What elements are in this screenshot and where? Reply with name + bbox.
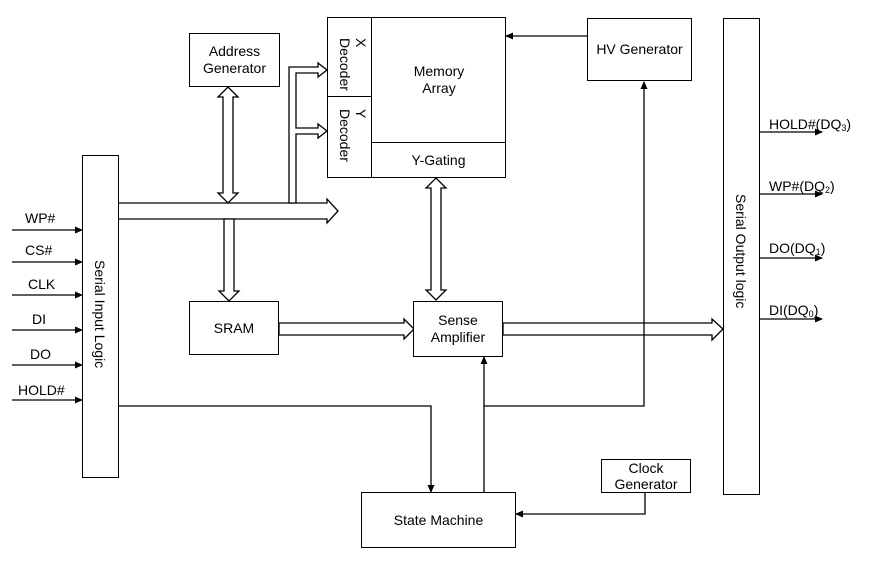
y-gating-label: Y-Gating [411,151,466,168]
sram-bus-arrow [217,218,241,302]
x-decoder-label: X Decoder [337,38,369,91]
address-bus-arrow [216,86,240,204]
sram-to-sense-arrow [278,317,415,341]
sense-amplifier-label: Sense Amplifier [430,312,486,345]
y-decoder-block: Y Decoder [327,96,372,178]
pin-hold: HOLD# [18,382,65,398]
serial-output-logic-label: Serial Output logic [733,194,749,309]
decoder-bus [288,61,329,204]
serial-output-logic-block: Serial Output logic [723,18,760,495]
sense-amplifier-block: Sense Amplifier [413,301,503,357]
input-to-state-line [118,405,435,493]
pin-di-dq0: DI(DQ0) [769,302,819,319]
pin-clk: CLK [28,276,56,292]
y-decoder-label: Y Decoder [337,109,369,162]
memory-array-block: Memory Array [372,50,506,110]
state-machine-block: State Machine [361,492,516,548]
main-bus-arrow [117,197,339,225]
pin-do: DO [30,346,51,362]
address-generator-block: Address Generator [189,33,280,87]
ygating-bus-arrow [424,177,448,301]
memory-array-label: Memory Array [413,63,465,96]
hv-generator-label: HV Generator [596,41,683,57]
pin-hold-dq3: HOLD#(DQ3) [769,116,852,133]
serial-input-logic-block: Serial Input Logic [82,155,119,478]
sram-block: SRAM [189,301,279,355]
pin-wp-dq2: WP#(DQ2) [769,178,835,195]
clock-to-state-line [515,492,646,518]
sense-to-output-arrow [502,317,724,342]
sram-label: SRAM [213,319,255,336]
hv-generator-block: HV Generator [587,18,692,81]
state-machine-label: State Machine [393,511,484,528]
clock-generator-block: Clock Generator [601,459,691,493]
pin-do-dq1: DO(DQ1) [769,240,826,257]
clock-generator-label: Clock Generator [614,460,678,492]
pin-cs: CS# [25,242,53,258]
address-generator-label: Address Generator [202,43,267,76]
pin-wp: WP# [25,210,56,226]
serial-input-logic-label: Serial Input Logic [92,260,108,369]
pin-di: DI [32,311,46,327]
state-to-hv-line [483,81,648,492]
y-gating-block: Y-Gating [371,142,506,178]
x-decoder-block: X Decoder [327,17,372,97]
